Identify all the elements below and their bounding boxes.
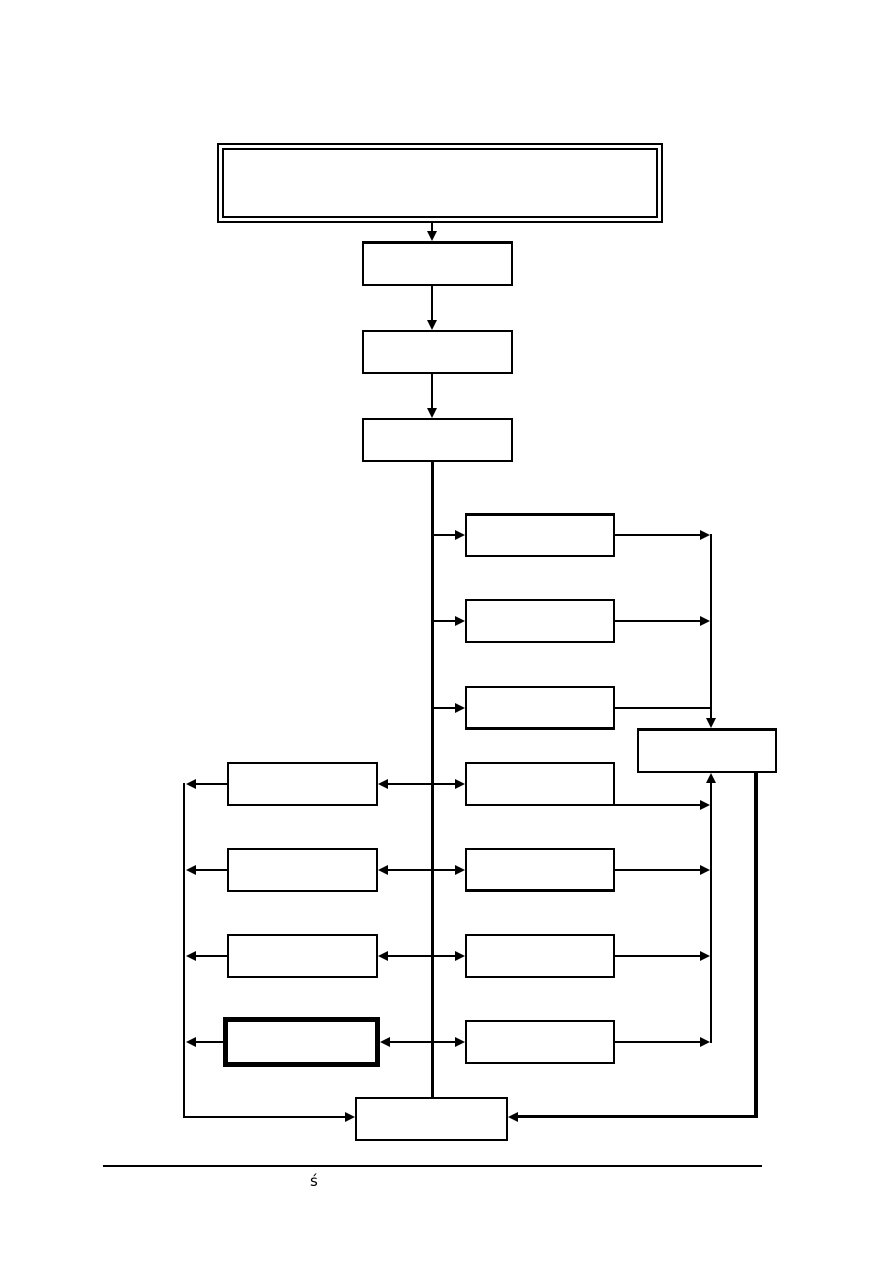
arrow-right-icon — [345, 1112, 355, 1122]
right-box-2 — [465, 599, 615, 643]
right-box-1 — [465, 513, 615, 557]
right-collector-lower-line — [710, 783, 712, 1043]
connector-line — [434, 534, 455, 536]
header-box — [217, 143, 663, 223]
arrow-left-icon — [378, 951, 388, 961]
connector-line — [615, 869, 700, 871]
arrow-right-icon — [700, 1037, 710, 1047]
left-box-4-bold — [223, 1017, 380, 1067]
connector-line — [615, 1041, 700, 1043]
step-box-1 — [362, 241, 513, 286]
arrow-up-icon — [706, 773, 716, 783]
arrow-right-icon — [455, 1037, 465, 1047]
right-box-5 — [465, 848, 615, 892]
return-line-vertical — [754, 772, 758, 1118]
connector-line — [615, 534, 700, 536]
step-box-2 — [362, 330, 513, 374]
arrow-right-icon — [700, 951, 710, 961]
connector-line — [434, 783, 455, 785]
connector-line — [196, 869, 227, 871]
connector-line — [388, 869, 431, 871]
arrow-left-icon — [508, 1112, 518, 1122]
connector-line — [196, 783, 227, 785]
arrow-right-icon — [455, 779, 465, 789]
arrow-right-icon — [700, 616, 710, 626]
connector-line — [388, 783, 431, 785]
arrow-right-icon — [700, 865, 710, 875]
arrow-down-icon — [427, 408, 437, 418]
arrow-right-icon — [700, 530, 710, 540]
right-box-6 — [465, 934, 615, 978]
connector-line — [431, 223, 433, 232]
right-box-7 — [465, 1020, 615, 1064]
left-box-2 — [227, 848, 378, 892]
arrow-left-icon — [186, 1037, 196, 1047]
connector-line — [183, 1116, 345, 1118]
arrow-down-icon — [706, 718, 716, 728]
side-box — [637, 728, 777, 773]
arrow-down-icon — [427, 320, 437, 330]
connector-line — [434, 620, 455, 622]
right-box-4 — [465, 762, 615, 806]
right-box-3 — [465, 686, 615, 730]
connector-line — [434, 707, 455, 709]
arrow-down-icon — [427, 231, 437, 241]
connector-line — [615, 804, 700, 806]
return-line-horizontal — [518, 1115, 757, 1118]
connector-line — [615, 955, 700, 957]
left-box-3 — [227, 934, 378, 978]
connector-line — [196, 1041, 223, 1043]
central-spine-line — [431, 462, 434, 1097]
step-box-3 — [362, 418, 513, 462]
arrow-right-icon — [455, 951, 465, 961]
connector-line — [434, 869, 455, 871]
connector-line — [431, 286, 433, 321]
connector-line — [196, 955, 227, 957]
connector-line — [434, 1041, 455, 1043]
arrow-right-icon — [700, 800, 710, 810]
arrow-left-icon — [380, 1037, 390, 1047]
footnote-rule — [103, 1165, 762, 1167]
arrow-left-icon — [186, 865, 196, 875]
left-box-1 — [227, 762, 378, 806]
arrow-right-icon — [455, 530, 465, 540]
connector-line — [388, 955, 431, 957]
arrow-right-icon — [455, 703, 465, 713]
bottom-box — [355, 1097, 508, 1141]
footnote-marker: ś — [310, 1172, 318, 1190]
left-collector-line — [183, 783, 185, 1117]
connector-line — [388, 1041, 431, 1043]
connector-line — [431, 374, 433, 409]
connector-line — [434, 955, 455, 957]
right-collector-upper-line — [710, 534, 712, 718]
connector-line — [615, 620, 700, 622]
arrow-left-icon — [186, 779, 196, 789]
arrow-right-icon — [455, 616, 465, 626]
arrow-right-icon — [455, 865, 465, 875]
arrow-left-icon — [378, 865, 388, 875]
arrow-left-icon — [378, 779, 388, 789]
connector-line — [615, 707, 711, 709]
arrow-left-icon — [186, 951, 196, 961]
